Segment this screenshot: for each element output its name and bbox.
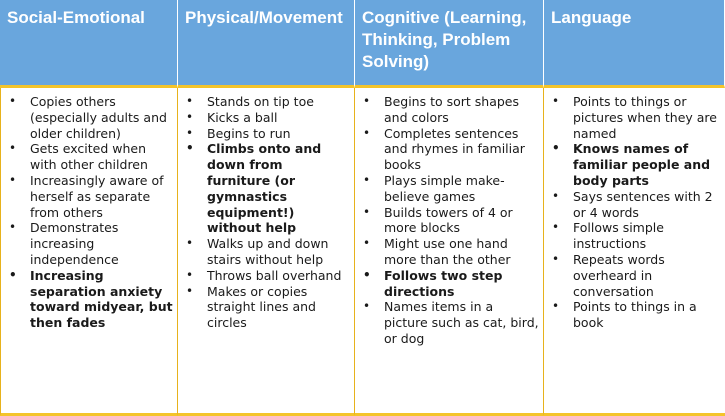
bullet-icon: • [9, 267, 17, 282]
bullet-icon: • [363, 204, 371, 219]
list-item-text: Completes sentences and rhymes in famili… [384, 125, 525, 173]
bullet-icon: • [363, 172, 371, 187]
list-item-text: Makes or copies straight lines and circl… [207, 283, 316, 331]
list-item: • Points to things or pictures when they … [548, 94, 721, 141]
list-item-text: Might use one hand more than the other [384, 236, 511, 267]
bullet-icon: • [552, 299, 560, 314]
list-item: • Follows simple instructions [548, 220, 721, 252]
list-item: • Names items in a picture such as cat, b… [359, 299, 539, 346]
bullet-icon: • [552, 188, 560, 203]
bullet-icon: • [552, 141, 560, 156]
bullet-icon: • [186, 141, 194, 156]
list-item: • Knows names of familiar people and body… [548, 141, 721, 188]
list-item-text: Stands on tip toe [207, 94, 314, 109]
bullet-icon: • [186, 109, 194, 124]
list-item-text: Increasingly aware of herself as separat… [30, 172, 164, 220]
list-item-text: Says sentences with 2 or 4 words [573, 188, 713, 220]
list-item: • Copies others (especially adults and ol… [5, 94, 173, 141]
column-physical-movement: • Stands on tip toe • Kicks a ball • Begins t… [178, 88, 355, 416]
list-item: • Walks up and down stairs without help [182, 236, 350, 268]
bullet-icon: • [552, 251, 560, 266]
bullet-icon: • [186, 267, 194, 282]
list-item-text: Plays simple make-believe games [384, 172, 505, 204]
list-item: • Follows two step directions [359, 268, 539, 300]
column-header-language: Language [544, 0, 725, 88]
list-item-text: Follows simple instructions [573, 220, 664, 252]
list-item-text: Begins to run [207, 125, 291, 141]
list-item: • Repeats words overheard in conversation [548, 252, 721, 299]
list-item-text: Increasing separation anxiety toward mid… [30, 267, 173, 331]
bullet-icon: • [363, 267, 371, 282]
bullet-icon: • [9, 172, 17, 187]
list-item-text: Kicks a ball [207, 109, 278, 125]
bullet-icon: • [363, 94, 371, 108]
column-cognitive: • Begins to sort shapes and colors • Comple… [355, 88, 544, 416]
bullet-icon: • [363, 125, 371, 140]
bullet-icon: • [9, 141, 17, 156]
bullet-icon: • [552, 94, 560, 108]
list-item-text: Copies others (especially adults and old… [30, 94, 167, 141]
list-item: • Begins to run [182, 126, 350, 142]
bullet-icon: • [186, 283, 194, 298]
list-item: • Kicks a ball [182, 110, 350, 126]
bullet-icon: • [9, 220, 17, 235]
list-item: • Plays simple make-believe games [359, 173, 539, 205]
bullet-icon: • [186, 236, 194, 251]
column-header-cognitive: Cognitive (Learning, Thinking, Problem S… [355, 0, 544, 88]
column-social-emotional: • Copies others (especially adults and ol… [0, 88, 178, 416]
list-item-text: Points to things or pictures when they a… [573, 94, 717, 141]
list-item: • Begins to sort shapes and colors [359, 94, 539, 126]
list-item: • Might use one hand more than the other [359, 236, 539, 268]
list-item: • Demonstrates increasing independence [5, 220, 173, 267]
bullet-icon: • [9, 94, 17, 108]
list-item-text: Repeats words overheard in conversation [573, 251, 665, 299]
list-item-text: Follows two step directions [384, 267, 503, 299]
list-item-text: Knows names of familiar people and body … [573, 141, 711, 188]
list-item: • Makes or copies straight lines and circ… [182, 284, 350, 331]
list-item-text: Gets excited when with other children [30, 141, 148, 173]
bullet-icon: • [363, 299, 371, 314]
list-item: • Says sentences with 2 or 4 words [548, 189, 721, 221]
list-item-text: Climbs onto and down from furniture (or … [207, 141, 322, 236]
bullet-icon: • [186, 94, 194, 108]
milestone-list: • Copies others (especially adults and ol… [5, 94, 173, 331]
milestone-list: • Points to things or pictures when they … [548, 94, 721, 331]
milestone-list: • Stands on tip toe • Kicks a ball • Begins t… [182, 94, 350, 331]
list-item: • Completes sentences and rhymes in famil… [359, 126, 539, 173]
column-language: • Points to things or pictures when they … [544, 88, 725, 416]
list-item: • Throws ball overhand [182, 268, 350, 284]
bullet-icon: • [186, 125, 194, 140]
list-item: • Increasing separation anxiety toward mi… [5, 268, 173, 331]
list-item-text: Demonstrates increasing independence [30, 220, 119, 267]
milestone-list: • Begins to sort shapes and colors • Comple… [359, 94, 539, 347]
list-item-text: Points to things in a book [573, 299, 697, 331]
column-header-social-emotional: Social-Emotional [0, 0, 178, 88]
list-item: • Stands on tip toe [182, 94, 350, 110]
list-item-text: Walks up and down stairs without help [207, 236, 329, 267]
list-item: • Points to things in a book [548, 299, 721, 331]
list-item: • Gets excited when with other children [5, 141, 173, 173]
list-item: • Increasingly aware of herself as separa… [5, 173, 173, 220]
list-item: • Climbs onto and down from furniture (or… [182, 141, 350, 236]
list-item: • Builds towers of 4 or more blocks [359, 205, 539, 237]
column-header-physical-movement: Physical/Movement [178, 0, 355, 88]
bullet-icon: • [363, 236, 371, 251]
bullet-icon: • [552, 220, 560, 235]
list-item-text: Throws ball overhand [207, 267, 342, 283]
list-item-text: Builds towers of 4 or more blocks [384, 204, 513, 236]
list-item-text: Begins to sort shapes and colors [384, 94, 520, 125]
list-item-text: Names items in a picture such as cat, bi… [384, 299, 539, 346]
